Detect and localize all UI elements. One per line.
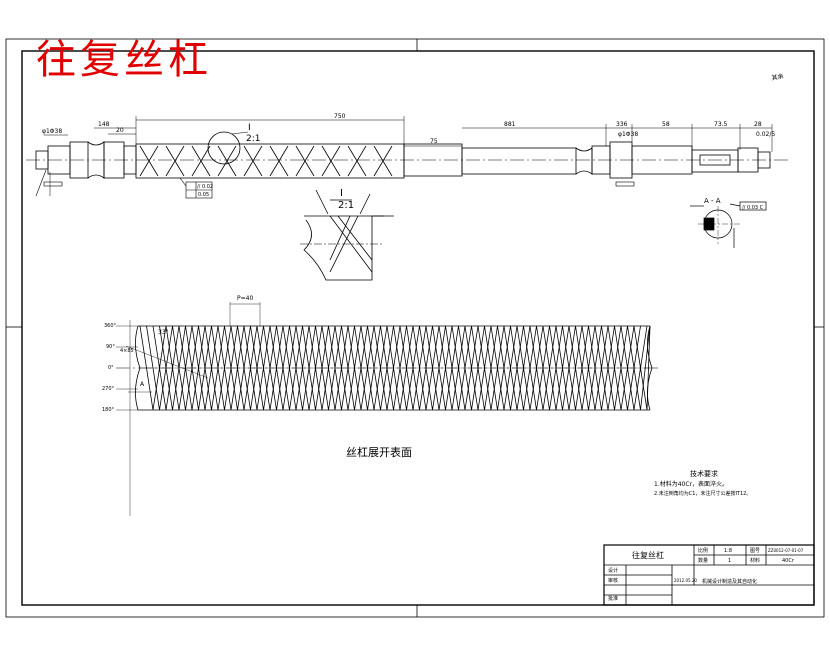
detail-scale: 2:1 [338,200,354,211]
section-label: A - A [704,197,721,205]
dim-750: 750 [334,113,346,120]
tech-item-1: 1.材料为40Cr，表面淬火。 [654,480,728,488]
mark-4: 180° [102,407,115,413]
mark-0: 360° [104,323,117,329]
tolerance-frame [179,177,213,199]
outer-border [5,38,825,618]
roughness-corner-mark: 其余 [771,72,784,82]
detail-label: I [340,188,343,199]
angle-label: 33° [158,329,169,336]
detail-view: I 2:1 [300,188,394,281]
title-value-school: 机械设计制造及其自动化 [702,578,757,585]
helix-groove-line [159,325,651,411]
title-block [603,544,815,606]
title-stamp: 往复丝杠 [36,37,212,83]
tolerance-row2: 0.05 [198,192,209,198]
detail-label-top: I [248,123,251,133]
mark-1: 90° [106,344,115,350]
dim-336: 336 [616,121,628,128]
shaft [26,141,790,179]
center-marks [6,39,824,617]
dim-28: 28 [754,121,762,128]
thread-x-mark [139,145,159,177]
title-label-drawn: 设计 [608,567,618,574]
title-part-name: 往复丝杠 [632,550,664,560]
helix-groove-line [152,325,648,411]
thread-x-mark [217,145,237,177]
dim-right-fit: φ1Φ38 [618,131,638,138]
developed-surface: P=40 33° A 4×85 360° 90° 0° 270° 180° 丝杠… [102,295,660,516]
helix-groove-line [146,325,641,411]
surface-caption: 丝杠展开表面 [346,445,412,459]
detail-scale-top: 2:1 [246,134,260,144]
tech-heading: 技术要求 [690,469,718,478]
dim-148: 148 [98,121,110,128]
width-label: 4×85 [120,348,134,354]
dim-58: 58 [662,121,670,128]
mark-3: 270° [102,386,115,392]
dim-left-fit: φ1Φ38 [42,128,62,135]
dimension-lines [44,116,773,196]
thread-crossings [139,145,393,177]
thread-x-mark [295,145,315,177]
pitch-label: P=40 [237,295,253,302]
dim-20: 20 [116,127,124,134]
end-marks [35,169,635,197]
thread-x-mark [165,145,185,177]
thread-x-mark [373,145,393,177]
title-value-scale: 1:8 [724,548,732,554]
dim-75: 75 [430,138,438,145]
thread-x-mark [269,145,289,177]
title-label-checked: 审核 [608,577,618,584]
section-view: A - A // 0.03 C [690,197,767,248]
title-value-date: 2012.05.20 [674,578,697,583]
title-value-quantity: 1 [728,558,731,564]
title-label-scale: 比例 [698,547,708,554]
tech-notes: 技术要求 1.材料为40Cr，表面淬火。 2.未注倒角均为C1，未注尺寸公差按I… [654,469,751,497]
tolerance-row1: // 0.02 [197,184,213,190]
title-value-material: 40Cr [782,558,795,564]
mark-2: 0° [108,365,114,371]
thread-x-mark [243,145,263,177]
detail-circle [207,131,241,165]
thread-x-mark [191,145,211,177]
angle-marks: 360° 90° 0° 270° 180° [102,323,117,413]
helix-groove-line [139,325,651,411]
callout-label: A [140,381,145,388]
title-label-approved: 批准 [608,595,618,602]
thread-x-mark [321,145,341,177]
helix-grooves [139,325,651,411]
thread-x-mark [347,145,367,177]
title-value-drawing-no: ZZ0012-07-01-07 [768,548,804,553]
tech-item-2: 2.未注倒角均为C1，未注尺寸公差按IT12。 [654,490,751,497]
title-label-material: 材料 [750,557,760,564]
inner-border [21,50,815,606]
title-label-quantity: 数量 [698,557,708,564]
dim-881: 881 [504,121,516,128]
dim-far-right: 0.02/5 [756,131,775,138]
dim-73: 73.5 [714,121,728,128]
title-label-sheet: 图号 [750,548,760,554]
section-frame-text: // 0.03 C [742,205,764,211]
